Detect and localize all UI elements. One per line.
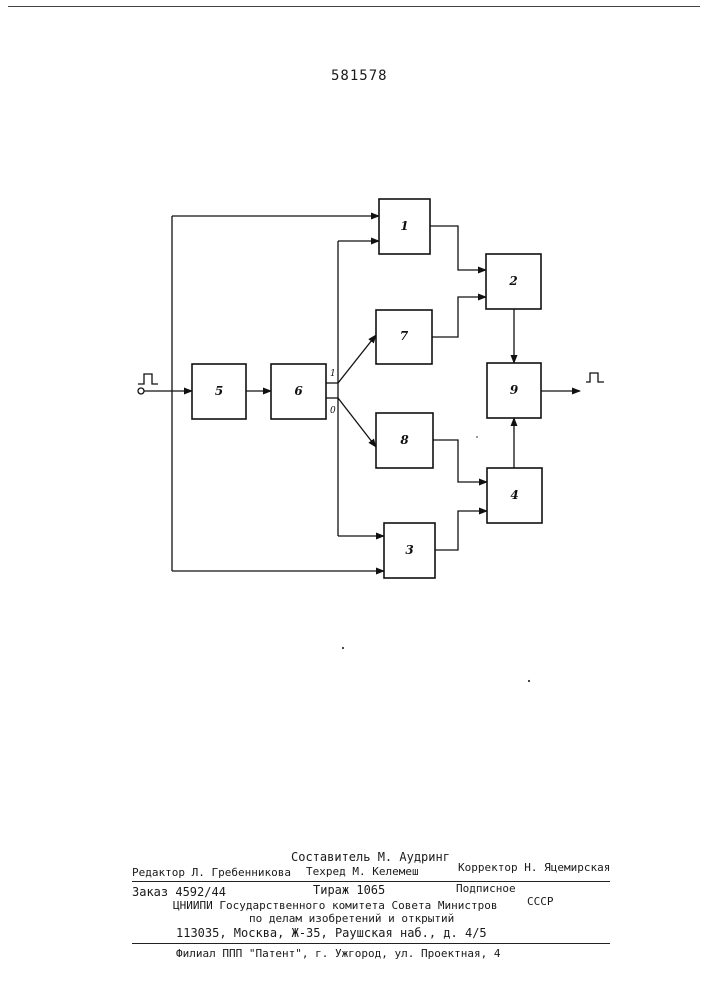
imprint-corrector: Корректор Н. Яцемирская bbox=[458, 861, 610, 874]
imprint-rule-bottom bbox=[132, 943, 610, 944]
imprint-committee: по делам изобретений и открытий bbox=[249, 912, 454, 925]
imprint-order: Заказ 4592/44 bbox=[132, 885, 226, 899]
imprint-rule-top bbox=[132, 881, 610, 882]
imprint-tech-editor: Техред М. Келемеш bbox=[306, 865, 419, 878]
imprint-compiler: Составитель М. Аудринг bbox=[291, 850, 450, 864]
imprint-editor: Редактор Л. Гребенникова bbox=[132, 866, 291, 879]
imprint-institute: ЦНИИПИ Государственного комитета Совета … bbox=[173, 899, 498, 912]
imprint-country: СССР bbox=[527, 895, 554, 908]
imprint-subscription: Подписное bbox=[456, 882, 516, 895]
imprint-circulation: Тираж 1065 bbox=[313, 883, 385, 897]
imprint-address: 113035, Москва, Ж-35, Раушская наб., д. … bbox=[176, 926, 487, 940]
imprint-branch: Филиал ППП "Патент", г. Ужгород, ул. Про… bbox=[176, 947, 501, 960]
